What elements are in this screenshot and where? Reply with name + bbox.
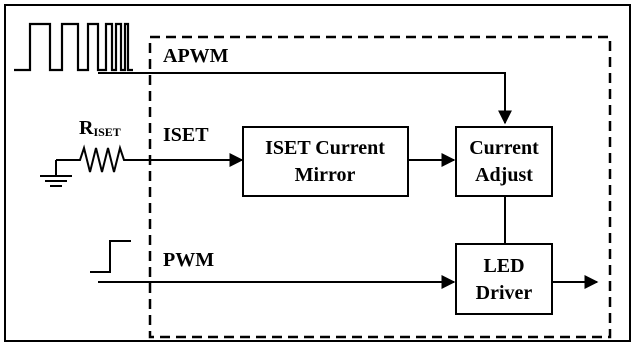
- led-driver-label-line2: Driver: [476, 282, 533, 304]
- pwm-label: PWM: [163, 249, 214, 271]
- ground-icon: [40, 160, 72, 187]
- riset-label: RISET: [79, 117, 121, 139]
- current-adjust-label-line1: Current: [469, 137, 539, 159]
- resistor-icon: [56, 144, 140, 173]
- pwm-pulse-train-icon: [14, 22, 133, 72]
- ic-boundary: [148, 35, 612, 339]
- step-edge-icon: [90, 240, 131, 273]
- current-adjust-label-line2: Adjust: [475, 164, 533, 186]
- iset-label: ISET: [163, 124, 209, 146]
- apwm-label: APWM: [163, 45, 229, 67]
- iset-mirror-label-line2: Mirror: [295, 164, 356, 186]
- led-driver-label-line1: LED: [483, 255, 524, 277]
- outer-frame: [4, 4, 631, 342]
- current-adjust-block: [455, 126, 553, 197]
- led-driver-block: [455, 243, 553, 315]
- apwm-line: [98, 72, 512, 125]
- iset-mirror-block: [242, 126, 409, 197]
- iset-mirror-label-line1: ISET Current: [265, 137, 385, 159]
